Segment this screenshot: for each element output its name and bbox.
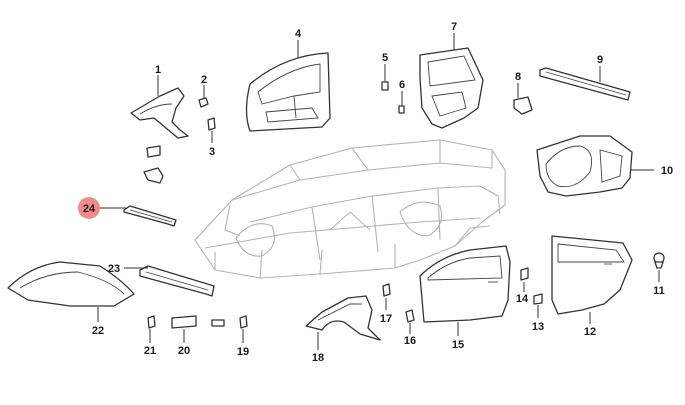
callout-24: 24 bbox=[83, 203, 96, 215]
part-front-door-inner[interactable] bbox=[245, 52, 331, 132]
highlight-circle bbox=[78, 197, 100, 219]
part-rear-door-inner[interactable] bbox=[419, 47, 484, 129]
part-front-door-outer[interactable] bbox=[419, 245, 511, 323]
part-hood[interactable] bbox=[7, 261, 135, 307]
part-fuel-cap[interactable] bbox=[653, 252, 665, 269]
part-small-bracket bbox=[143, 145, 164, 184]
callout-4: 4 bbox=[295, 28, 302, 40]
part-fastener-5[interactable] bbox=[381, 81, 389, 91]
part-rear-quarter-panel[interactable] bbox=[536, 135, 633, 197]
part-bumper-beam[interactable] bbox=[139, 265, 215, 297]
callout-labels: 1 2 3 4 5 6 7 8 9 10 11 12 13 14 15 16 1… bbox=[92, 21, 673, 364]
part-roof-molding[interactable] bbox=[539, 67, 631, 101]
part-clip-3[interactable] bbox=[207, 117, 216, 131]
part-fastener-6[interactable] bbox=[398, 105, 405, 114]
part-sill-molding[interactable] bbox=[123, 205, 177, 227]
callout-15: 15 bbox=[452, 339, 464, 351]
leader-lines bbox=[97, 33, 660, 350]
callout-17: 17 bbox=[380, 313, 392, 325]
callout-8: 8 bbox=[515, 71, 521, 83]
callout-14: 14 bbox=[516, 293, 529, 305]
part-bracket-14[interactable] bbox=[520, 267, 529, 281]
callout-10: 10 bbox=[661, 165, 673, 177]
callout-21: 21 bbox=[144, 345, 156, 357]
part-front-wheelhouse[interactable] bbox=[130, 87, 189, 139]
part-rear-door-outer[interactable] bbox=[551, 235, 633, 315]
part-bracket-13[interactable] bbox=[533, 293, 543, 305]
callout-18: 18 bbox=[312, 352, 324, 364]
callout-23: 23 bbox=[108, 263, 120, 275]
callout-7: 7 bbox=[451, 21, 457, 33]
part-clip-19[interactable] bbox=[239, 315, 248, 329]
callout-22: 22 bbox=[92, 325, 104, 337]
callout-24-highlight[interactable]: 24 bbox=[78, 197, 100, 219]
callout-9: 9 bbox=[597, 54, 603, 66]
callout-12: 12 bbox=[584, 326, 596, 338]
part-clip-17[interactable] bbox=[382, 283, 391, 297]
callout-16: 16 bbox=[404, 335, 416, 347]
callout-3: 3 bbox=[209, 146, 215, 158]
callout-20: 20 bbox=[178, 345, 190, 357]
callout-2: 2 bbox=[201, 74, 207, 86]
part-clip-2[interactable] bbox=[198, 97, 209, 108]
callout-5: 5 bbox=[382, 52, 388, 64]
car-body-shell bbox=[194, 139, 506, 279]
part-clip-set-20[interactable] bbox=[171, 315, 225, 329]
part-front-fender[interactable] bbox=[305, 295, 381, 341]
callout-11: 11 bbox=[653, 285, 665, 297]
part-clip-21[interactable] bbox=[147, 315, 156, 329]
part-bracket-8[interactable] bbox=[513, 96, 533, 115]
callout-13: 13 bbox=[532, 321, 544, 333]
callout-6: 6 bbox=[399, 79, 405, 91]
callout-19: 19 bbox=[237, 346, 249, 358]
callout-1: 1 bbox=[155, 64, 161, 76]
part-clip-16[interactable] bbox=[405, 309, 415, 323]
